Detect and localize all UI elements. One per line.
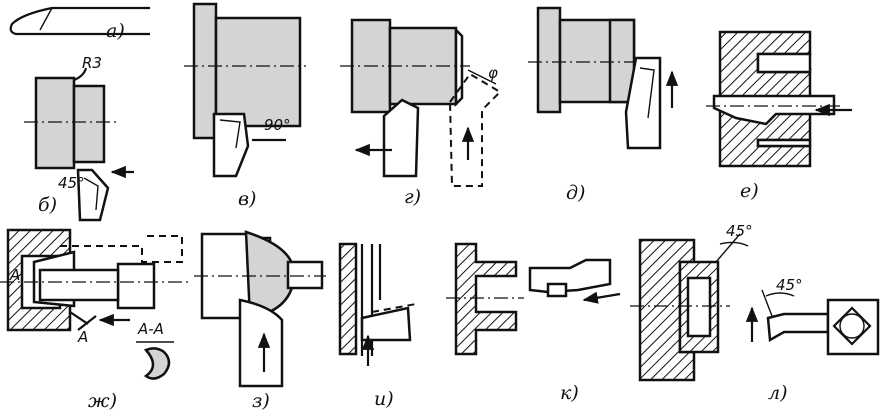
diagram-z — [194, 230, 326, 388]
label-l: л) — [768, 382, 788, 404]
label-i: и) — [374, 388, 394, 410]
annotation-angle-v: 90° — [264, 116, 291, 134]
label-k: к) — [560, 382, 579, 404]
diagram-l — [630, 233, 880, 382]
label-d: д) — [566, 182, 586, 204]
diagram-a-tool — [9, 6, 150, 36]
annotation-radius: R3 — [82, 54, 102, 72]
diagram-i — [338, 242, 417, 366]
annotation-section-title: A-A — [138, 320, 164, 338]
diagram-zh — [0, 228, 190, 380]
annotation-angle-l-tool: 45° — [776, 276, 803, 294]
label-a: а) — [106, 20, 125, 42]
label-g: г) — [404, 186, 422, 208]
label-z: з) — [252, 390, 270, 412]
annotation-angle-l-part: 45° — [726, 222, 753, 240]
label-b: б) — [38, 194, 58, 216]
annotation-angle-g: φ — [488, 64, 498, 82]
annotation-section-mark-2: A — [78, 328, 89, 346]
annotation-angle-b: 45° — [58, 174, 85, 192]
diagram-g — [340, 18, 502, 187]
annotation-section-mark: A — [10, 266, 21, 284]
diagram-e — [706, 30, 852, 168]
diagram-k — [446, 242, 621, 356]
label-zh: ж) — [88, 390, 118, 412]
label-v: в) — [238, 188, 257, 210]
diagram-d — [528, 6, 679, 150]
diagram-v — [184, 2, 306, 178]
label-e: е) — [740, 180, 759, 202]
diagram-b — [24, 67, 134, 222]
